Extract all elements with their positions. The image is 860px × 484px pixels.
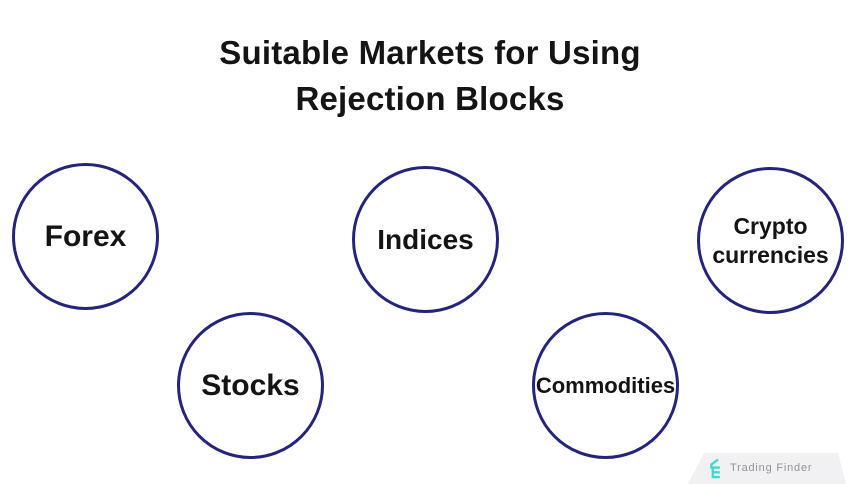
market-circle-forex: Forex [12,163,159,310]
market-label: Indices [377,224,474,255]
brand-watermark: Trading Finder [688,453,846,484]
market-circle-cryptocurrencies: Crypto currencies [697,167,844,314]
title-line-2: Rejection Blocks [295,80,565,117]
market-circle-indices: Indices [352,166,499,313]
page-title: Suitable Markets for Using Rejection Blo… [0,30,860,122]
tradingfinder-icon [710,458,720,478]
market-label: Forex [44,219,127,253]
brand-name: Trading Finder [730,462,813,474]
market-label: Stocks [201,368,300,402]
market-label: Commodities [535,372,676,398]
market-circle-stocks: Stocks [177,312,324,459]
market-circle-commodities: Commodities [532,312,679,459]
market-label: Crypto currencies [712,212,829,268]
title-line-1: Suitable Markets for Using [219,34,641,71]
